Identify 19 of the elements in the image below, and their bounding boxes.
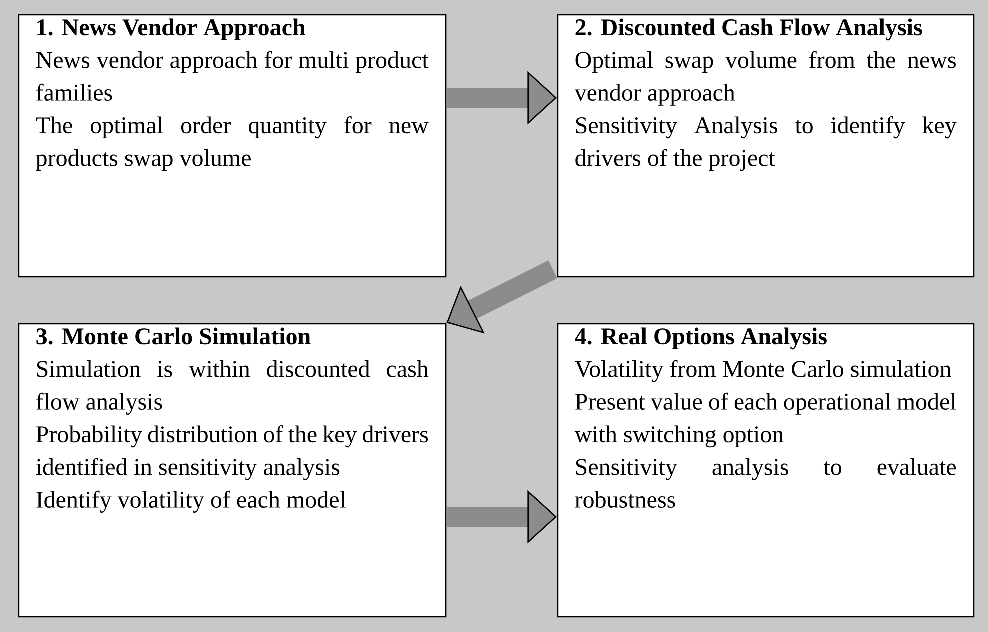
bullet-text: The optimal order quantity for new products swap volume (36, 116, 429, 172)
box-heading: 3. Monte Carlo Simulation (36, 328, 311, 345)
bullet-text: Present value of each operational model with switching option (574, 392, 956, 448)
box-heading: 2. Discounted Cash Flow Analysis (576, 18, 922, 41)
bullet-text: Optimal swap volume from the news vendor approach (574, 51, 956, 106)
step-box (557, 14, 975, 278)
bullet-text: Probability distribution of the key drivers identified in sensitivity analysis (36, 426, 428, 480)
block-arrow (446, 260, 558, 334)
bullet-text: News vendor approach for multi product families (36, 51, 429, 102)
step-box (18, 14, 447, 278)
box-heading: 1. News Vendor Approach (38, 18, 306, 41)
bullet-text: Volatility from Monte Carlo simulation (575, 360, 952, 382)
box-heading: 4. Real Options Analysis (575, 328, 827, 350)
bullet-text: Simulation is within discounted cash flow analysis (36, 360, 429, 415)
bullet-text: Identify volatility of each model (36, 490, 346, 513)
step-box (18, 323, 447, 618)
bullet-text: Sensitivity Analysis to identify key drivers of the project (576, 116, 957, 172)
step-box (557, 323, 975, 618)
bullet-text: Sensitivity analysis to evaluate robustness (575, 458, 956, 508)
